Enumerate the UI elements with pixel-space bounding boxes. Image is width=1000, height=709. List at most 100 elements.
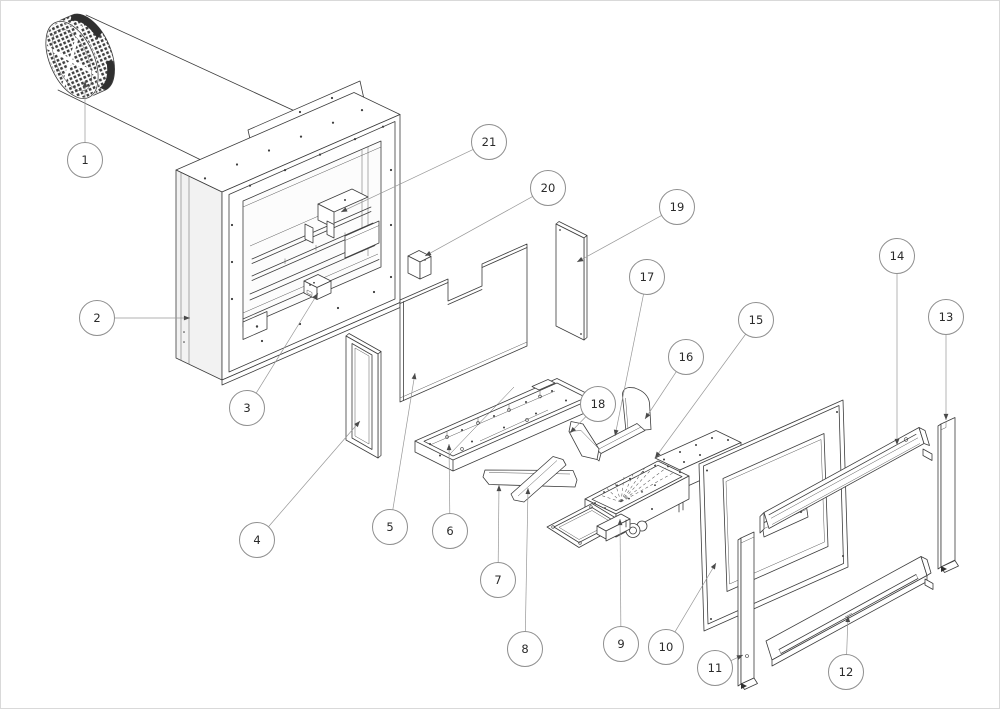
cabinet-left-face — [175, 169, 223, 381]
rear-liner-panel — [399, 243, 528, 403]
callout-number-13: 13 — [939, 310, 954, 324]
callout-8: 8 — [507, 487, 543, 667]
callout-bubble-20 — [530, 170, 566, 206]
callout-number-19: 19 — [670, 200, 685, 214]
callout-number-16: 16 — [679, 350, 694, 364]
gas-control-module — [303, 274, 332, 300]
callout-bubble-4 — [239, 522, 275, 558]
callout-bubble-21 — [471, 124, 507, 160]
right-trim-strip — [937, 417, 959, 573]
leader-line-21 — [340, 149, 474, 213]
leader-line-9 — [617, 518, 623, 627]
callout-number-18: 18 — [591, 397, 606, 411]
callout-11: 11 — [697, 650, 744, 686]
callout-number-15: 15 — [749, 313, 764, 327]
callout-bubble-19 — [659, 189, 695, 225]
callout-bubble-14 — [879, 238, 915, 274]
callout-19: 19 — [576, 189, 695, 263]
leader-line-19 — [576, 215, 662, 263]
leader-line-17 — [613, 294, 644, 437]
deflector-channel — [590, 423, 646, 462]
receiver-box — [407, 250, 432, 280]
callout-number-8: 8 — [521, 642, 528, 656]
callout-number-5: 5 — [386, 520, 393, 534]
callout-number-7: 7 — [494, 573, 501, 587]
callout-4: 4 — [239, 420, 361, 558]
callout-bubble-7 — [480, 562, 516, 598]
rating-label-plate — [242, 311, 268, 340]
top-trim-bar — [759, 427, 933, 538]
callout-bubble-13 — [928, 299, 964, 335]
callout-1: 1 — [67, 80, 103, 178]
callout-bubble-8 — [507, 631, 543, 667]
leader-line-3 — [255, 292, 319, 394]
callout-16: 16 — [644, 339, 704, 420]
callout-bubble-5 — [372, 509, 408, 545]
callout-13: 13 — [928, 299, 964, 421]
callout-20: 20 — [424, 170, 566, 257]
log-crossed — [510, 456, 567, 503]
callout-6: 6 — [432, 443, 468, 549]
log-wedge — [568, 421, 600, 460]
callout-14: 14 — [879, 238, 915, 446]
base-tray — [414, 378, 596, 472]
callout-bubble-2 — [79, 300, 115, 336]
callout-bubble-10 — [648, 629, 684, 665]
callout-bubble-15 — [738, 302, 774, 338]
cabinet-screws — [203, 109, 393, 343]
left-trim-strip — [737, 531, 758, 690]
door-glass — [722, 433, 829, 592]
callout-12: 12 — [828, 615, 864, 690]
callout-number-12: 12 — [839, 665, 854, 679]
callout-bubble-18 — [580, 386, 616, 422]
callout-17: 17 — [613, 259, 665, 437]
callout-bubble-3 — [229, 390, 265, 426]
leader-line-16 — [644, 371, 677, 420]
leader-line-18 — [569, 416, 587, 434]
callout-number-21: 21 — [482, 135, 497, 149]
callout-bubble-11 — [697, 650, 733, 686]
callout-number-4: 4 — [253, 533, 260, 547]
callout-number-11: 11 — [708, 661, 723, 675]
leader-line-7 — [496, 484, 502, 563]
callout-21: 21 — [340, 124, 507, 213]
callout-bubble-17 — [629, 259, 665, 295]
callout-bubble-1 — [67, 142, 103, 178]
leader-line-8 — [524, 487, 531, 632]
callout-number-6: 6 — [446, 524, 453, 538]
callout-number-3: 3 — [243, 401, 250, 415]
tray-studs — [445, 390, 542, 451]
leader-line-20 — [424, 196, 533, 257]
callout-3: 3 — [229, 292, 319, 426]
leader-line-6 — [446, 443, 452, 514]
leader-line-15 — [654, 333, 746, 459]
callout-bubble-6 — [432, 513, 468, 549]
firebox-cabinet — [175, 92, 401, 386]
leader-line-11 — [730, 654, 744, 661]
callout-15: 15 — [654, 302, 774, 459]
left-liner-frame — [345, 333, 382, 459]
callout-7: 7 — [480, 484, 516, 598]
callout-number-20: 20 — [541, 181, 556, 195]
vent-duct — [44, 13, 311, 160]
deflector-vane — [622, 387, 652, 432]
leader-line-5 — [392, 372, 417, 510]
tray-cutout — [531, 379, 556, 391]
callout-number-9: 9 — [617, 637, 624, 651]
leader-line-4 — [268, 420, 361, 527]
callout-bubble-16 — [668, 339, 704, 375]
callout-2: 2 — [79, 300, 191, 336]
callout-number-2: 2 — [93, 311, 100, 325]
callout-number-17: 17 — [640, 270, 655, 284]
callout-bubble-9 — [603, 626, 639, 662]
callout-18: 18 — [569, 386, 616, 434]
leader-line-12 — [845, 615, 851, 655]
vent-cap — [44, 13, 115, 100]
callout-number-10: 10 — [659, 640, 674, 654]
callout-5: 5 — [372, 372, 417, 545]
top-bracket — [304, 188, 369, 244]
leader-line-10 — [674, 562, 717, 633]
right-liner-panel — [555, 221, 588, 341]
